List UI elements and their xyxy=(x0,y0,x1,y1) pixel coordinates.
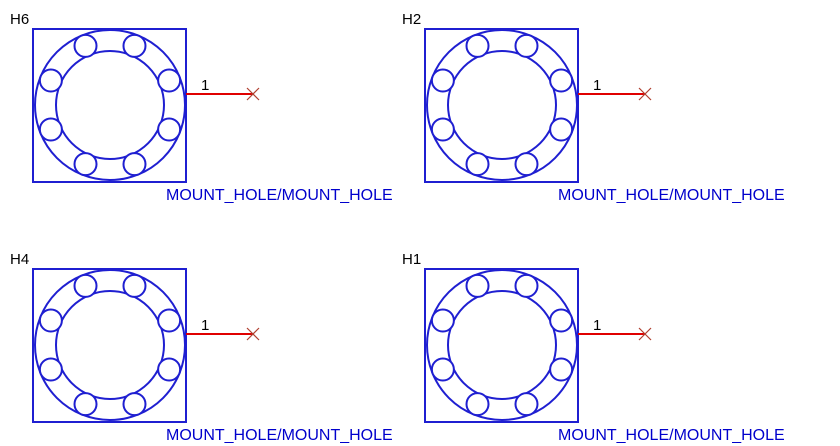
via-circle xyxy=(430,68,455,93)
via-circle xyxy=(157,117,182,142)
inner-hole xyxy=(447,50,557,160)
via-circle xyxy=(73,33,98,58)
via-circle xyxy=(465,392,490,417)
no-connect-stroke xyxy=(638,327,652,341)
symbol-body-outline xyxy=(32,28,187,183)
via-circle xyxy=(73,273,98,298)
pin-number: 1 xyxy=(593,317,601,334)
no-connect-stroke xyxy=(638,87,652,101)
pin-number: 1 xyxy=(201,77,209,94)
via-circle xyxy=(549,117,574,142)
via-circle xyxy=(157,68,182,93)
part-value-label: MOUNT_HOLE/MOUNT_HOLE xyxy=(558,187,785,204)
via-circle xyxy=(514,392,539,417)
via-circle xyxy=(38,117,63,142)
no-connect-marker xyxy=(638,327,652,341)
via-circle xyxy=(549,308,574,333)
inner-hole xyxy=(447,290,557,400)
via-circle xyxy=(465,33,490,58)
via-circle xyxy=(514,33,539,58)
symbol-body-outline xyxy=(424,268,579,423)
symbol-body-outline xyxy=(32,268,187,423)
no-connect-stroke xyxy=(246,87,260,101)
via-circle xyxy=(549,68,574,93)
via-circle xyxy=(430,357,455,382)
no-connect-stroke xyxy=(246,327,260,341)
symbol-body-outline xyxy=(424,28,579,183)
via-circle xyxy=(122,33,147,58)
outer-ring xyxy=(426,29,578,181)
via-circle xyxy=(549,357,574,382)
via-circle xyxy=(465,152,490,177)
via-circle xyxy=(514,273,539,298)
outer-ring xyxy=(426,269,578,421)
via-circle xyxy=(430,117,455,142)
via-circle xyxy=(122,392,147,417)
reference-designator: H4 xyxy=(10,251,29,268)
via-circle xyxy=(38,357,63,382)
via-circle xyxy=(514,152,539,177)
via-circle xyxy=(157,308,182,333)
pin-number: 1 xyxy=(201,317,209,334)
outer-ring xyxy=(34,269,186,421)
no-connect-marker xyxy=(246,327,260,341)
outer-ring xyxy=(34,29,186,181)
part-value-label: MOUNT_HOLE/MOUNT_HOLE xyxy=(166,187,393,204)
via-circle xyxy=(38,308,63,333)
via-circle xyxy=(38,68,63,93)
reference-designator: H6 xyxy=(10,11,29,28)
via-circle xyxy=(430,308,455,333)
via-circle xyxy=(465,273,490,298)
via-circle xyxy=(122,152,147,177)
reference-designator: H2 xyxy=(402,11,421,28)
via-circle xyxy=(73,152,98,177)
via-circle xyxy=(73,392,98,417)
via-circle xyxy=(157,357,182,382)
part-value-label: MOUNT_HOLE/MOUNT_HOLE xyxy=(166,427,393,444)
part-value-label: MOUNT_HOLE/MOUNT_HOLE xyxy=(558,427,785,444)
no-connect-marker xyxy=(246,87,260,101)
inner-hole xyxy=(55,50,165,160)
via-circle xyxy=(122,273,147,298)
no-connect-marker xyxy=(638,87,652,101)
inner-hole xyxy=(55,290,165,400)
pin-number: 1 xyxy=(593,77,601,94)
reference-designator: H1 xyxy=(402,251,421,268)
